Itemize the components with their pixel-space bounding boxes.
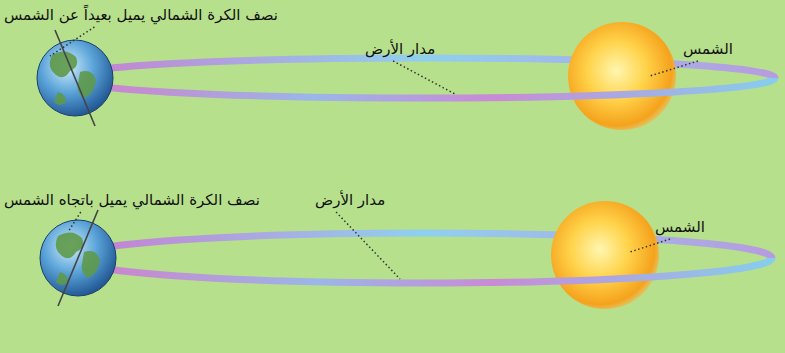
leader-label: مدار الأرض (365, 40, 435, 58)
leader-label: نصف الكرة الشمالي يميل باتجاه الشمس (4, 191, 260, 209)
earth (40, 210, 116, 306)
leader-line (630, 239, 670, 252)
leader-line (393, 61, 455, 94)
leader-label: الشمس (683, 40, 733, 58)
orbit-bottom (72, 233, 772, 258)
leader-line (650, 61, 698, 76)
sun (551, 201, 659, 309)
sun (568, 22, 676, 130)
leader-line (336, 212, 400, 279)
leader-line (68, 212, 81, 232)
orbit-front (65, 78, 775, 98)
leader-line (50, 27, 94, 56)
orbit-front (72, 258, 772, 283)
leader-label: نصف الكرة الشمالي يميل بعيداً عن الشمس (4, 6, 278, 24)
leader-label: مدار الأرض (315, 191, 385, 209)
leader-label: الشمس (655, 218, 705, 236)
earth (37, 30, 113, 126)
